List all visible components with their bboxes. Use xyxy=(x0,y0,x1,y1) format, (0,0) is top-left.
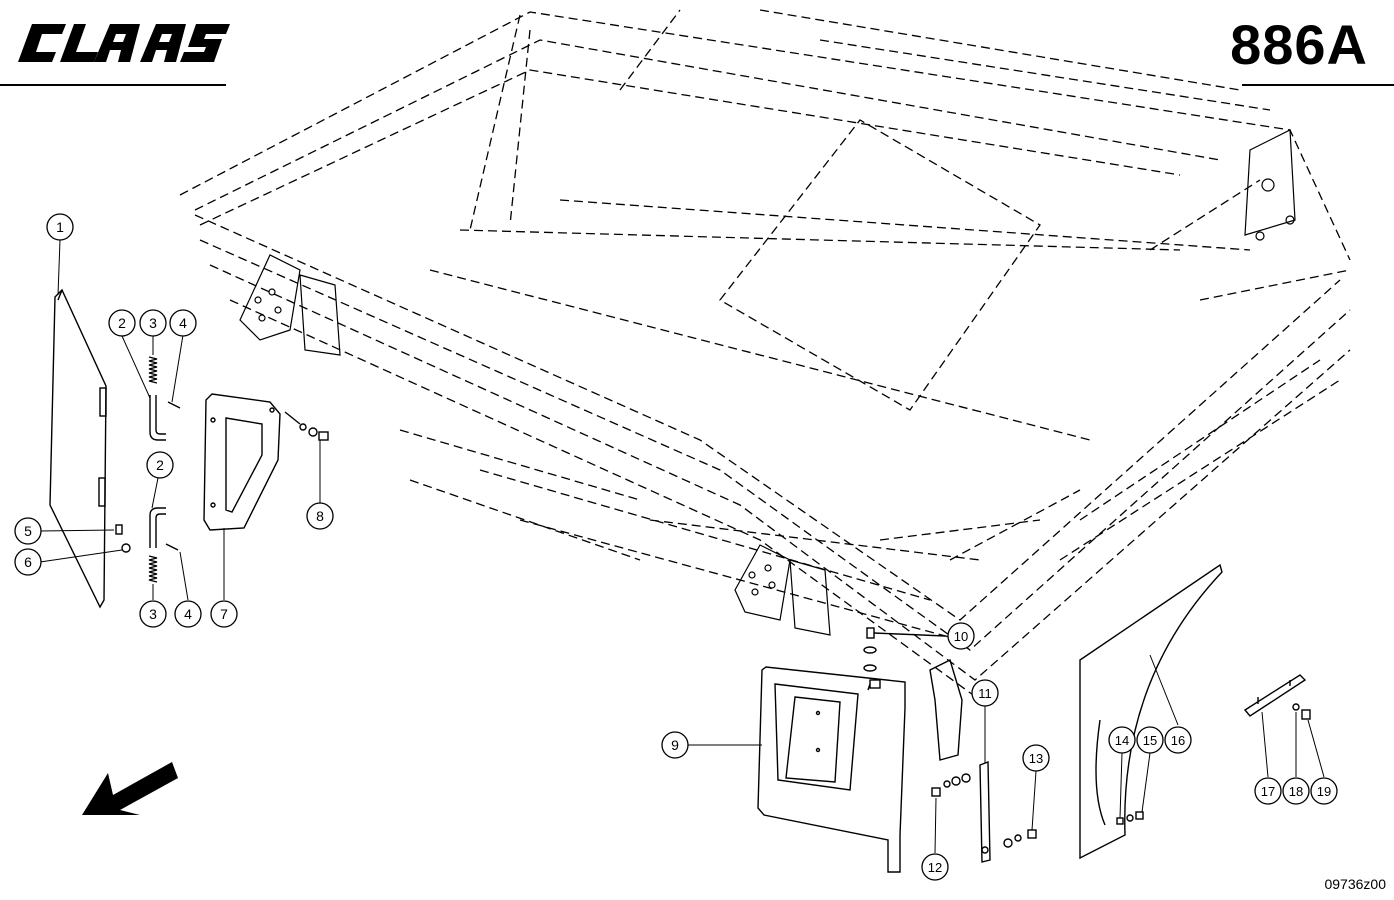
callout-12: 12 xyxy=(921,853,949,881)
part-2-rod-top xyxy=(149,395,166,441)
part-16-shield xyxy=(1079,563,1223,860)
callout-15: 15 xyxy=(1136,726,1164,754)
svg-text:4: 4 xyxy=(179,315,187,331)
part-9-guard-tray xyxy=(757,666,906,873)
part-7-bracket xyxy=(203,393,281,531)
callout-8: 8 xyxy=(306,502,334,530)
svg-text:13: 13 xyxy=(1029,751,1043,766)
callout-14: 14 xyxy=(1108,726,1136,754)
callout-7: 7 xyxy=(210,600,238,628)
claas-logo-icon xyxy=(18,24,230,62)
callout-16: 16 xyxy=(1164,726,1192,754)
callout-9: 9 xyxy=(661,731,689,759)
svg-text:9: 9 xyxy=(671,737,679,753)
part-17-bracket xyxy=(1243,674,1307,717)
arrow-down-left-icon xyxy=(82,762,178,815)
part-1-cover-panel xyxy=(49,288,107,609)
svg-text:10: 10 xyxy=(954,629,968,644)
part-10-fasteners xyxy=(863,627,946,672)
callout-5: 5 xyxy=(14,517,42,545)
header-rule-right xyxy=(1242,84,1394,86)
callout-17: 17 xyxy=(1254,777,1282,805)
callout-13: 13 xyxy=(1022,744,1050,772)
part-4-pin-bottom xyxy=(165,543,179,551)
svg-text:2: 2 xyxy=(118,315,126,331)
part-2-rod-bottom xyxy=(149,507,166,548)
svg-text:5: 5 xyxy=(24,523,32,539)
callout-4: 4 xyxy=(169,309,197,337)
svg-text:8: 8 xyxy=(316,508,324,524)
svg-text:17: 17 xyxy=(1261,784,1275,799)
frame-bracket-left xyxy=(239,254,341,356)
callout-6: 6 xyxy=(14,548,42,576)
callout-3: 3 xyxy=(139,309,167,337)
part-8-fasteners xyxy=(284,411,329,441)
callout-10: 10 xyxy=(947,622,975,650)
svg-text:16: 16 xyxy=(1171,733,1185,748)
svg-text:18: 18 xyxy=(1289,784,1303,799)
part-5-bolt xyxy=(115,524,123,535)
svg-text:11: 11 xyxy=(978,686,992,701)
frame-outline-dashed xyxy=(179,9,1351,701)
svg-text:6: 6 xyxy=(24,554,32,570)
frame-bracket-right xyxy=(734,544,831,636)
svg-text:2: 2 xyxy=(156,457,164,473)
svg-text:19: 19 xyxy=(1317,784,1331,799)
callout-18: 18 xyxy=(1282,777,1310,805)
svg-text:7: 7 xyxy=(220,606,228,622)
leader-lines xyxy=(39,239,1325,854)
callout-2: 2 xyxy=(146,451,174,479)
callout-19: 19 xyxy=(1310,777,1338,805)
drawing-number: 09736z00 xyxy=(1324,876,1386,892)
svg-text:15: 15 xyxy=(1143,733,1157,748)
frame-bracket-rear xyxy=(1244,129,1296,241)
svg-text:3: 3 xyxy=(149,315,157,331)
part-14-15-fasteners xyxy=(1116,811,1144,825)
callout-4: 4 xyxy=(174,600,202,628)
callout-2: 2 xyxy=(108,309,136,337)
part-13-fasteners xyxy=(1003,829,1037,848)
header-rule-left xyxy=(0,84,226,86)
part-3-spring-top xyxy=(148,356,158,384)
page-number: 886A xyxy=(1230,13,1368,76)
callout-1: 1 xyxy=(46,213,74,241)
svg-text:14: 14 xyxy=(1115,733,1129,748)
svg-text:12: 12 xyxy=(928,860,942,875)
part-6-washer xyxy=(121,543,131,553)
part-18-washer xyxy=(1292,703,1300,711)
svg-text:4: 4 xyxy=(184,606,192,622)
part-4-pin-top xyxy=(167,401,181,409)
part-3-spring-bottom xyxy=(148,555,158,583)
part-19-bolt xyxy=(1301,709,1311,720)
callout-11: 11 xyxy=(971,679,999,707)
svg-text:1: 1 xyxy=(56,219,64,235)
svg-text:3: 3 xyxy=(149,606,157,622)
part-12-fasteners xyxy=(931,773,971,797)
callout-3: 3 xyxy=(139,600,167,628)
